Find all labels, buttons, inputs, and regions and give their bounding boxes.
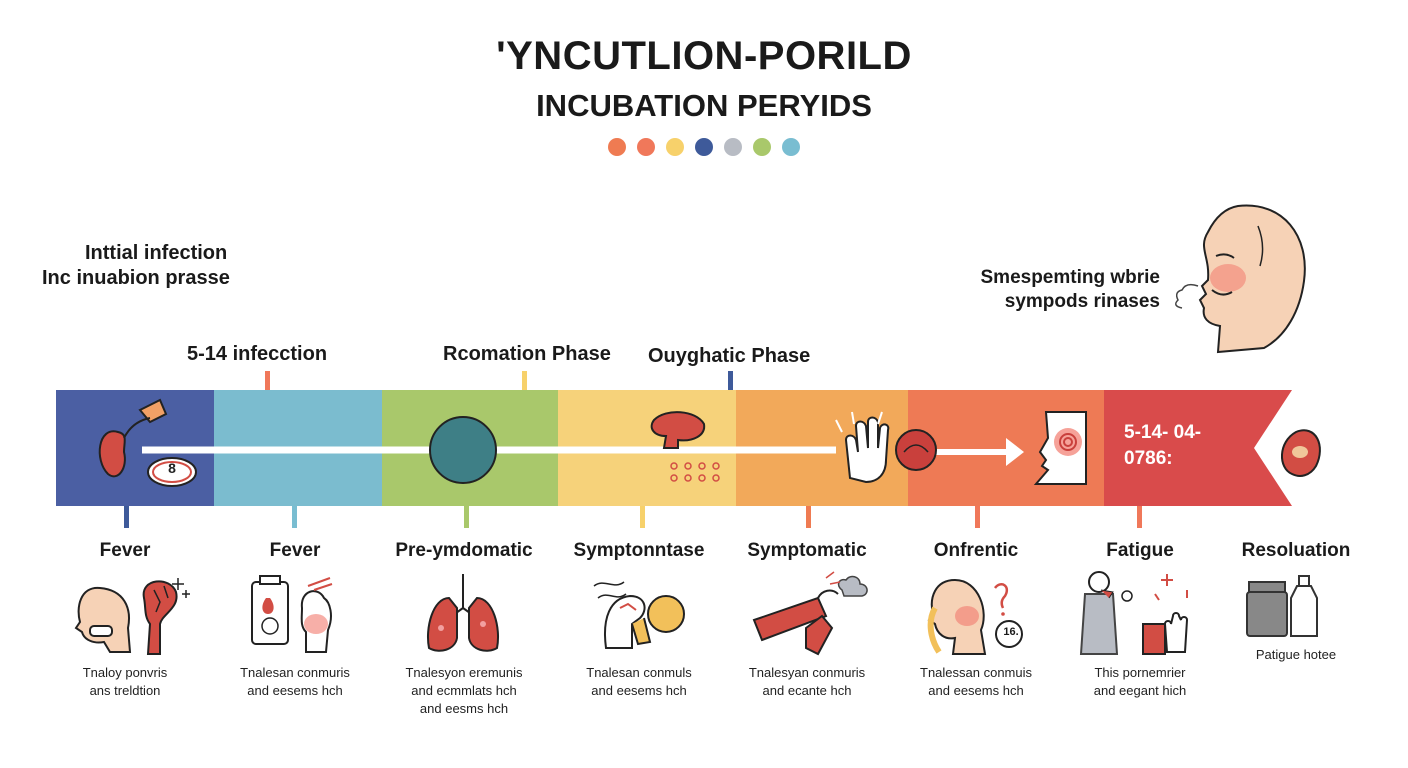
arrow-head-icon (1006, 438, 1024, 466)
stage-desc-line: and eesems hch (928, 683, 1024, 698)
upper-tick (728, 371, 733, 391)
stage-desc-line: This pornemrier (1094, 665, 1186, 680)
stage-name: Pre-ymdomatic (395, 540, 533, 561)
stage-desc-line: Tnalesyan conmuris (748, 665, 866, 680)
color-dot (666, 138, 684, 156)
bar-end-text: 5-14- 04- 0786: (1124, 420, 1201, 472)
lower-tick (292, 506, 297, 528)
lower-tick (464, 506, 469, 528)
timeline-arrow-end (1104, 390, 1292, 506)
upper-tick (265, 371, 270, 391)
drop-icon (1281, 429, 1321, 477)
stage-desc: Tnalesyan conmuris and ecante hch (722, 664, 892, 700)
stage-desc-line: Tnalessan conmuis (920, 665, 1032, 680)
stage-stomach-icon (593, 581, 685, 649)
stage-desc-line: Patigue hotee (1255, 647, 1337, 662)
upper-label-ouyghatic: Ouyghatic Phase (648, 345, 811, 367)
lower-tick (975, 506, 980, 528)
color-dot-row (0, 138, 1408, 156)
page-title: 'YNCUTLION-PORILD (496, 34, 912, 78)
lower-tick (640, 506, 645, 528)
color-dot (608, 138, 626, 156)
stage-fever-head-icon (74, 578, 190, 655)
stage-desc-line: and eesms hch (419, 701, 509, 716)
badge-icon (147, 457, 197, 487)
lower-tick (124, 506, 129, 528)
color-dot (695, 138, 713, 156)
stage-thermometer-icon (251, 575, 333, 653)
stage-desc: Patigue hotee (1211, 646, 1381, 664)
right-note: Smespemting wbrie sympods rinases (981, 266, 1161, 314)
bar-end-text-line2: 0786: (1124, 448, 1173, 469)
stage-name: Resoluation (1241, 540, 1351, 561)
stage-desc: Tnalesyon eremunis and ecmmlats hch and … (379, 664, 549, 718)
stage-nasal-spray-icon (752, 571, 868, 656)
virus-droplet-icon (98, 398, 168, 478)
sneezing-head-icon (1175, 204, 1306, 354)
stage-name: Onfrentic (933, 540, 1019, 561)
left-note-line2: Inc inuabion prasse (42, 267, 230, 289)
stage-desc-line: and ecante hch (762, 683, 852, 698)
blood-cell-icon (895, 429, 937, 471)
color-dot (753, 138, 771, 156)
stage-desc-line: Tnalesyon eremunis (405, 665, 523, 680)
stage-desc-line: Tnalesan conmuris (240, 665, 350, 680)
stage-desc: Tnalesan conmuls and eesems hch (554, 664, 724, 700)
upper-tick (522, 371, 527, 391)
cell-circle-icon (429, 416, 497, 484)
stage-name: Symptonntase (573, 540, 705, 561)
stage-fatigue-icon (1079, 571, 1189, 655)
stage-desc: This pornemrier and eegant hich (1055, 664, 1225, 700)
stage-name: Fever (99, 540, 151, 561)
stage-name: Fever (269, 540, 321, 561)
upper-label-incubation: 5-14 infecction (187, 343, 328, 365)
stage-desc: Tnalesan conmuris and eesems hch (210, 664, 380, 700)
left-note-line1: Inttial infection (85, 242, 228, 264)
stage-desc-line: and eegant hich (1093, 683, 1187, 698)
stage-desc: Tnalessan conmuis and eesems hch (891, 664, 1061, 700)
stage-icon-badge: 16. (1003, 626, 1019, 638)
timeline-overlay (98, 398, 1321, 487)
stage-desc-line: and ecmmlats hch (411, 683, 517, 698)
hairdryer-icon (650, 411, 720, 482)
hand-icon (835, 411, 890, 484)
right-note-line1: Smespemting wbrie (980, 267, 1161, 288)
face-profile-icon (1033, 411, 1087, 485)
color-dot (637, 138, 655, 156)
badge-number: 8 (168, 460, 176, 476)
stage-desc-line: Tnalesan conmuls (586, 665, 692, 680)
stage-headache-icon (927, 578, 1023, 655)
stage-name: Symptomatic (747, 540, 867, 561)
upper-label-rcomation: Rcomation Phase (443, 343, 611, 365)
lower-tick (806, 506, 811, 528)
stage-desc: Tnaloy ponvris ans treldtion (40, 664, 210, 700)
stage-medicine-bottles-icon (1246, 575, 1318, 637)
color-dot (724, 138, 742, 156)
stage-desc-line: and eesems hch (591, 683, 687, 698)
bar-end-text-line1: 5-14- 04- (1124, 422, 1202, 443)
stage-name: Fatigue (1106, 540, 1174, 561)
right-note-line2: sympods rinases (1004, 291, 1160, 312)
page-subtitle: INCUBATION PERYIDS (536, 88, 872, 123)
stage-desc-line: and eesems hch (247, 683, 343, 698)
color-dot (782, 138, 800, 156)
stage-lungs-icon (427, 574, 499, 652)
lower-tick (1137, 506, 1142, 528)
stage-desc-line: Tnaloy ponvris (82, 665, 168, 680)
stage-desc-line: ans treldtion (89, 683, 161, 698)
